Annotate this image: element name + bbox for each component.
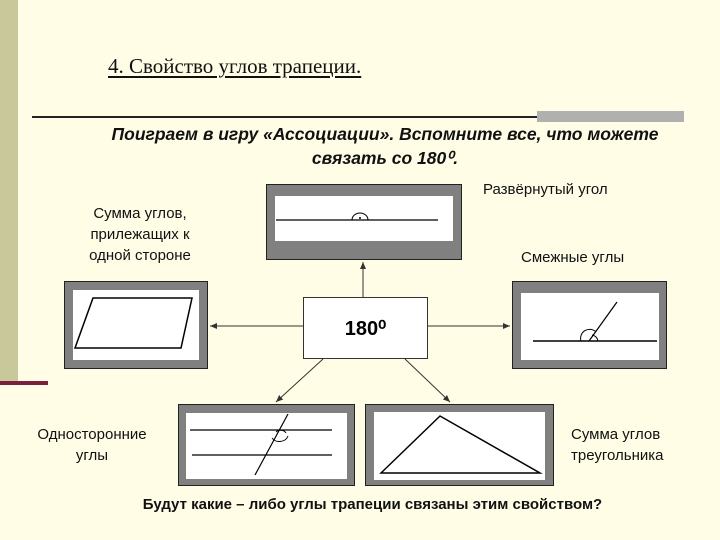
arrow-to-co-interior (275, 358, 324, 403)
intro-text: Поиграем в игру «Ассоциации». Вспомните … (111, 124, 659, 168)
label-co-interior-angles: Односторонние углы (37, 426, 147, 464)
left-accent-base (0, 381, 48, 385)
title-rule (32, 116, 537, 118)
label-triangle-sum: Сумма углов треугольника (571, 426, 664, 464)
label-adjacent-angles: Смежные углы (521, 249, 625, 266)
adjacent-angles-figure (533, 301, 657, 342)
footer-question: Будут какие – либо углы трапеции связаны… (142, 496, 603, 513)
parallelogram-figure (73, 297, 193, 349)
left-accent-bar (0, 0, 18, 385)
label-straight-angle: Развёрнутый угол (483, 181, 608, 198)
straight-angle-box (266, 184, 462, 260)
co-interior-angles-box (178, 404, 355, 486)
co-interior-angles-figure (190, 413, 332, 476)
straight-angle-figure (276, 212, 438, 221)
title-rule-accent (537, 111, 684, 122)
label-same-side-sum: Сумма углов, прилежащих к одной стороне (89, 205, 191, 264)
adjacent-angles-box (512, 281, 667, 369)
triangle-figure (379, 415, 543, 474)
slide-title: 4. Свойство углов трапеции. (108, 54, 362, 78)
center-value-box: 180⁰ (303, 297, 428, 359)
arrow-to-triangle (404, 358, 451, 403)
